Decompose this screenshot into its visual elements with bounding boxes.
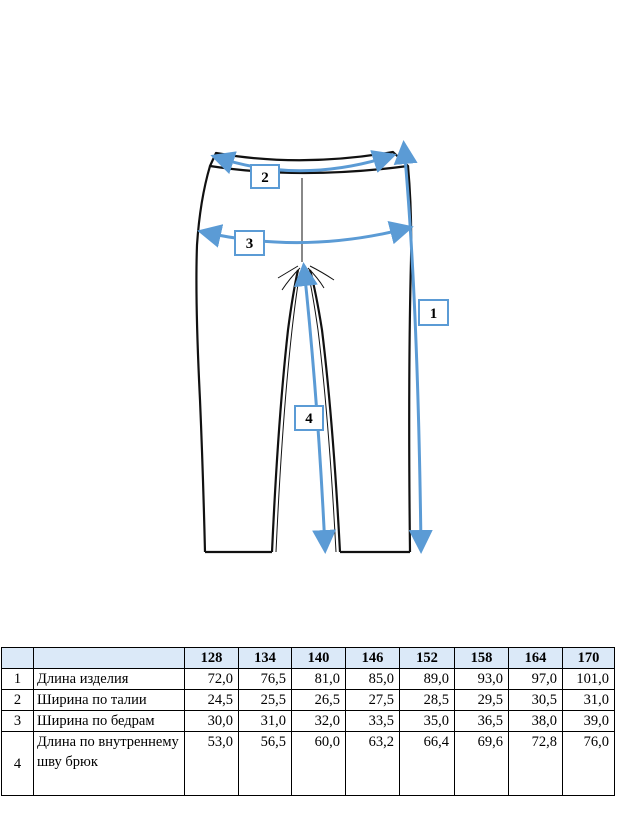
table-row: 4 Длина по внутреннему шву брюк 53,0 56,… (1, 731, 615, 796)
label-4: 4 (294, 405, 324, 431)
value-cell: 53,0 (184, 731, 239, 796)
value-cell: 69,6 (454, 731, 509, 796)
measure-3-hip-arrow (197, 220, 414, 248)
value-cell: 89,0 (399, 668, 455, 690)
value-cell: 31,0 (238, 710, 292, 732)
svg-text:1: 1 (430, 306, 438, 322)
value-cell: 35,0 (399, 710, 455, 732)
value-cell: 76,0 (562, 731, 615, 796)
label-1: 1 (418, 299, 449, 326)
size-header-row: 128 134 140 146 152 158 164 170 (1, 647, 615, 669)
value-cell: 81,0 (291, 668, 346, 690)
label-2: 2 (250, 164, 280, 189)
value-cell: 63,2 (345, 731, 400, 796)
value-cell: 39,0 (562, 710, 615, 732)
value-cell: 97,0 (508, 668, 563, 690)
value-cell: 93,0 (454, 668, 509, 690)
value-cell: 32,0 (291, 710, 346, 732)
header-cell (33, 647, 185, 669)
measurement-name: Ширина по бедрам (33, 710, 185, 732)
size-header: 128 (184, 647, 239, 669)
table-row: 3 Ширина по бедрам 30,0 31,0 32,0 33,5 3… (1, 710, 615, 732)
pants-measurement-diagram: 1 2 3 4 (195, 140, 449, 554)
value-cell: 36,5 (454, 710, 509, 732)
size-header: 140 (291, 647, 346, 669)
value-cell: 30,5 (508, 689, 563, 711)
measure-4-inseam-arrow (293, 262, 337, 554)
row-number: 1 (1, 668, 34, 690)
measurement-name: Ширина по талии (33, 689, 185, 711)
value-cell: 56,5 (238, 731, 292, 796)
table-row: 2 Ширина по талии 24,5 25,5 26,5 27,5 28… (1, 689, 615, 711)
row-number: 4 (1, 731, 34, 796)
svg-text:4: 4 (305, 411, 313, 427)
size-header: 164 (508, 647, 563, 669)
value-cell: 101,0 (562, 668, 615, 690)
value-cell: 38,0 (508, 710, 563, 732)
value-cell: 72,8 (508, 731, 563, 796)
value-cell: 25,5 (238, 689, 292, 711)
value-cell: 30,0 (184, 710, 239, 732)
value-cell: 28,5 (399, 689, 455, 711)
size-header: 170 (562, 647, 615, 669)
value-cell: 72,0 (184, 668, 239, 690)
size-header: 134 (238, 647, 292, 669)
pants-outline (195, 150, 413, 554)
value-cell: 33,5 (345, 710, 400, 732)
size-header: 146 (345, 647, 400, 669)
svg-text:2: 2 (261, 170, 269, 186)
label-3: 3 (234, 230, 265, 256)
svg-text:3: 3 (246, 236, 254, 252)
value-cell: 60,0 (291, 731, 346, 796)
value-cell: 27,5 (345, 689, 400, 711)
value-cell: 31,0 (562, 689, 615, 711)
value-cell: 26,5 (291, 689, 346, 711)
value-cell: 29,5 (454, 689, 509, 711)
value-cell: 85,0 (345, 668, 400, 690)
value-cell: 24,5 (184, 689, 239, 711)
measure-2-waist-arrow (210, 150, 397, 175)
measurement-name: Длина по внутреннему шву брюк (33, 731, 185, 796)
table-row: 1 Длина изделия 72,0 76,5 81,0 85,0 89,0… (1, 668, 615, 690)
value-cell: 66,4 (399, 731, 455, 796)
row-number: 2 (1, 689, 34, 711)
measurement-name: Длина изделия (33, 668, 185, 690)
value-cell: 76,5 (238, 668, 292, 690)
size-header: 152 (399, 647, 455, 669)
size-table: 128 134 140 146 152 158 164 170 1 Длина … (1, 647, 615, 796)
size-header: 158 (454, 647, 509, 669)
measure-1-length-arrow (393, 140, 433, 554)
row-number: 3 (1, 710, 34, 732)
header-cell (1, 647, 34, 669)
